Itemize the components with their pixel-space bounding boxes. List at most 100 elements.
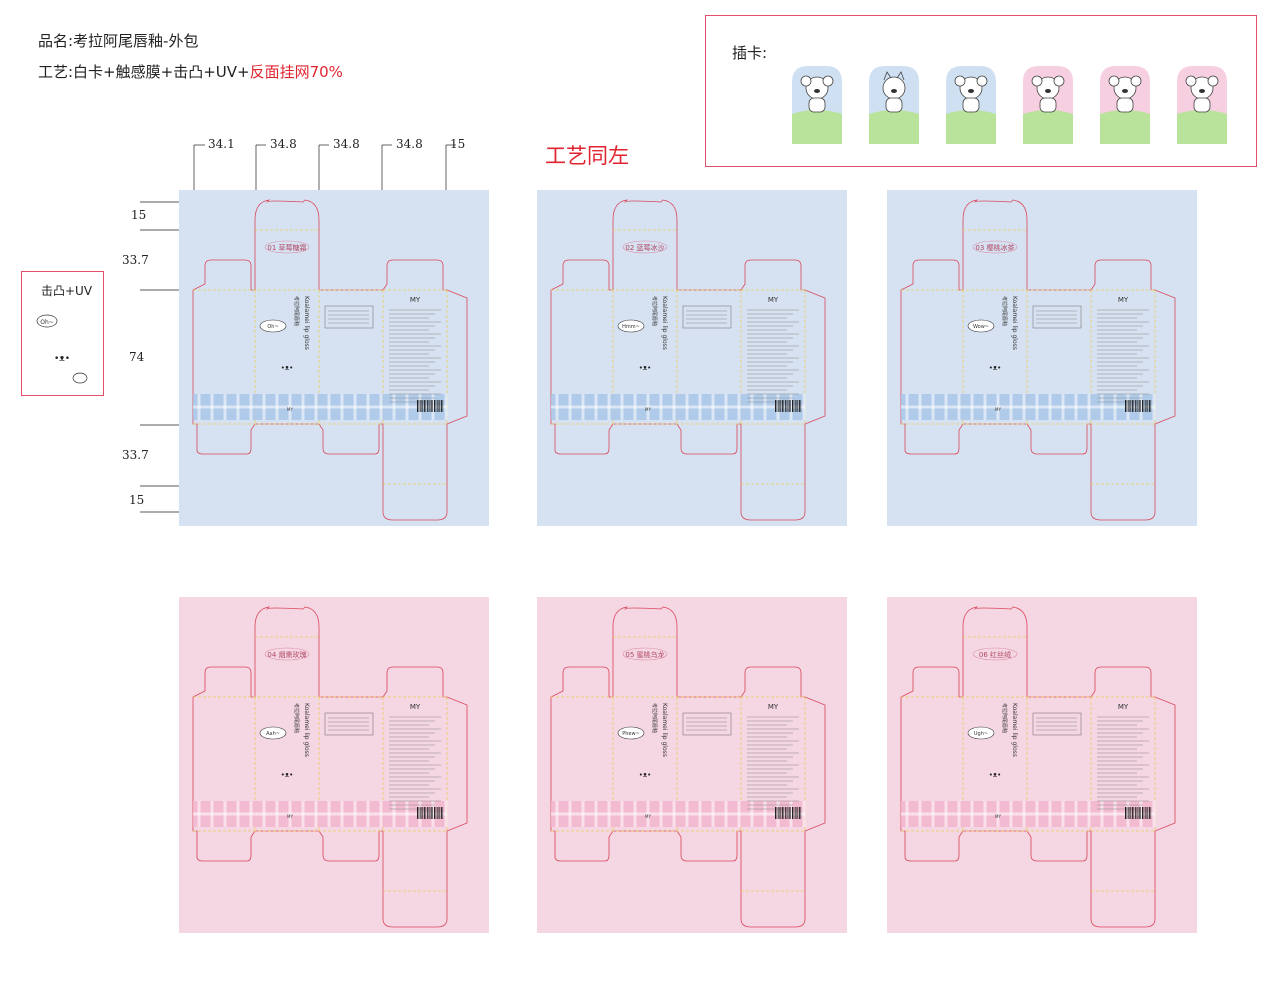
insert-card-3: [946, 66, 996, 144]
side-panel-title: Koalamei lip gloss: [661, 296, 668, 350]
flavor-label: 04 烟熏玫瑰: [267, 650, 306, 659]
emboss-sample-panel: 击凸+UV Oh~ •ᴥ•: [21, 271, 104, 396]
speech-bubble-text: Oh~: [267, 324, 278, 330]
side-panel-title: Koalamei lip gloss: [1011, 703, 1018, 757]
brand-mark: MY: [768, 296, 779, 304]
dim-left-5: 15: [129, 493, 145, 507]
dim-left-4: 33.7: [122, 448, 149, 462]
dim-top-1: 34.1: [208, 137, 235, 151]
info-box: [324, 305, 374, 329]
koala-face: •ᴥ•: [281, 364, 294, 372]
speech-bubble-text: Hmm~: [622, 324, 640, 330]
dim-top-4: 34.8: [396, 137, 423, 151]
fold-lines: [193, 229, 448, 485]
fold-lines: [551, 229, 806, 485]
dim-left-1: 15: [131, 208, 147, 222]
insert-card-panel: 插卡:: [705, 15, 1257, 167]
brand-strip: MY: [287, 814, 293, 819]
side-panel-cn: 考拉阿尾唇釉: [293, 296, 300, 326]
fold-lines: [551, 636, 806, 892]
insert-card-2: [869, 66, 919, 144]
panel-background: [179, 190, 489, 526]
speech-bubble-text: Phew~: [622, 731, 640, 737]
craft-line: 工艺:白卡+触感膜+击凸+UV+反面挂网70%: [38, 61, 343, 82]
dim-left-3: 74: [129, 350, 145, 364]
fold-lines: [901, 229, 1156, 485]
panel-background: [537, 190, 847, 526]
dieline-outline: [900, 606, 1176, 928]
insert-card-strip: [792, 66, 1227, 144]
side-panel-title: Koalamei lip gloss: [303, 703, 310, 757]
dieline-outline: [550, 606, 826, 928]
panel-background: [887, 597, 1197, 933]
product-name: 品名:考拉阿尾唇釉-外包: [38, 32, 199, 50]
panel-background: [887, 190, 1197, 526]
fold-lines: [193, 636, 448, 892]
side-panel-cn: 考拉阿尾唇釉: [1001, 296, 1008, 326]
side-panel-cn: 考拉阿尾唇釉: [651, 703, 658, 733]
dieline-outline: [192, 199, 468, 521]
side-panel-title: Koalamei lip gloss: [661, 703, 668, 757]
info-box: [324, 712, 374, 736]
koala-face: •ᴥ•: [639, 771, 652, 779]
koala-face: •ᴥ•: [281, 771, 294, 779]
panel-background: [537, 597, 847, 933]
brand-strip: MY: [645, 407, 651, 412]
side-panel-cn: 考拉阿尾唇釉: [1001, 703, 1008, 733]
insert-card-1: [792, 66, 842, 144]
flavor-label: 06 红丝绒: [979, 650, 1011, 659]
flavor-label: 03 樱桃冰茶: [975, 243, 1014, 252]
emboss-face: •ᴥ•: [54, 354, 70, 364]
flavor-label: 05 蜜桃乌龙: [625, 650, 664, 659]
brand-strip: MY: [995, 407, 1001, 412]
dim-top-2: 34.8: [270, 137, 297, 151]
side-panel-title: Koalamei lip gloss: [303, 296, 310, 350]
info-box: [1032, 712, 1082, 736]
brand-mark: MY: [1118, 296, 1129, 304]
speech-bubble-text: Aah~: [266, 731, 280, 737]
flavor-label: 02 蓝莓冰沙: [625, 243, 664, 252]
dim-left-2: 33.7: [122, 253, 149, 267]
fold-lines: [901, 636, 1156, 892]
insert-card-5: [1100, 66, 1150, 144]
insert-card-title: 插卡:: [732, 44, 768, 62]
emboss-sample-art: Oh~ •ᴥ•: [36, 314, 88, 384]
dieline-outline: [550, 199, 826, 521]
insert-card-4: [1023, 66, 1073, 144]
dieline-outline: [192, 606, 468, 928]
brand-mark: MY: [410, 296, 421, 304]
speech-bubble-text: Ugh~: [974, 731, 988, 737]
dim-top-5: 15: [450, 137, 466, 151]
emboss-bubble-text: Oh~: [40, 319, 54, 326]
craft-prefix: 工艺:白卡+触感膜+击凸+UV+: [38, 63, 250, 81]
brand-strip: MY: [287, 407, 293, 412]
speech-bubble-text: Wow~: [973, 324, 989, 330]
side-panel-cn: 考拉阿尾唇釉: [293, 703, 300, 733]
info-box: [682, 305, 732, 329]
flavor-label: 01 草莓糖霜: [267, 243, 306, 252]
info-box: [682, 712, 732, 736]
side-panel-title: Koalamei lip gloss: [1011, 296, 1018, 350]
brand-mark: MY: [410, 703, 421, 711]
panel-background: [179, 597, 489, 933]
koala-face: •ᴥ•: [989, 364, 1002, 372]
emboss-title: 击凸+UV: [41, 284, 93, 298]
koala-face: •ᴥ•: [989, 771, 1002, 779]
insert-card-6: [1177, 66, 1227, 144]
info-box: [1032, 305, 1082, 329]
brand-strip: MY: [645, 814, 651, 819]
brand-mark: MY: [768, 703, 779, 711]
koala-face: •ᴥ•: [639, 364, 652, 372]
